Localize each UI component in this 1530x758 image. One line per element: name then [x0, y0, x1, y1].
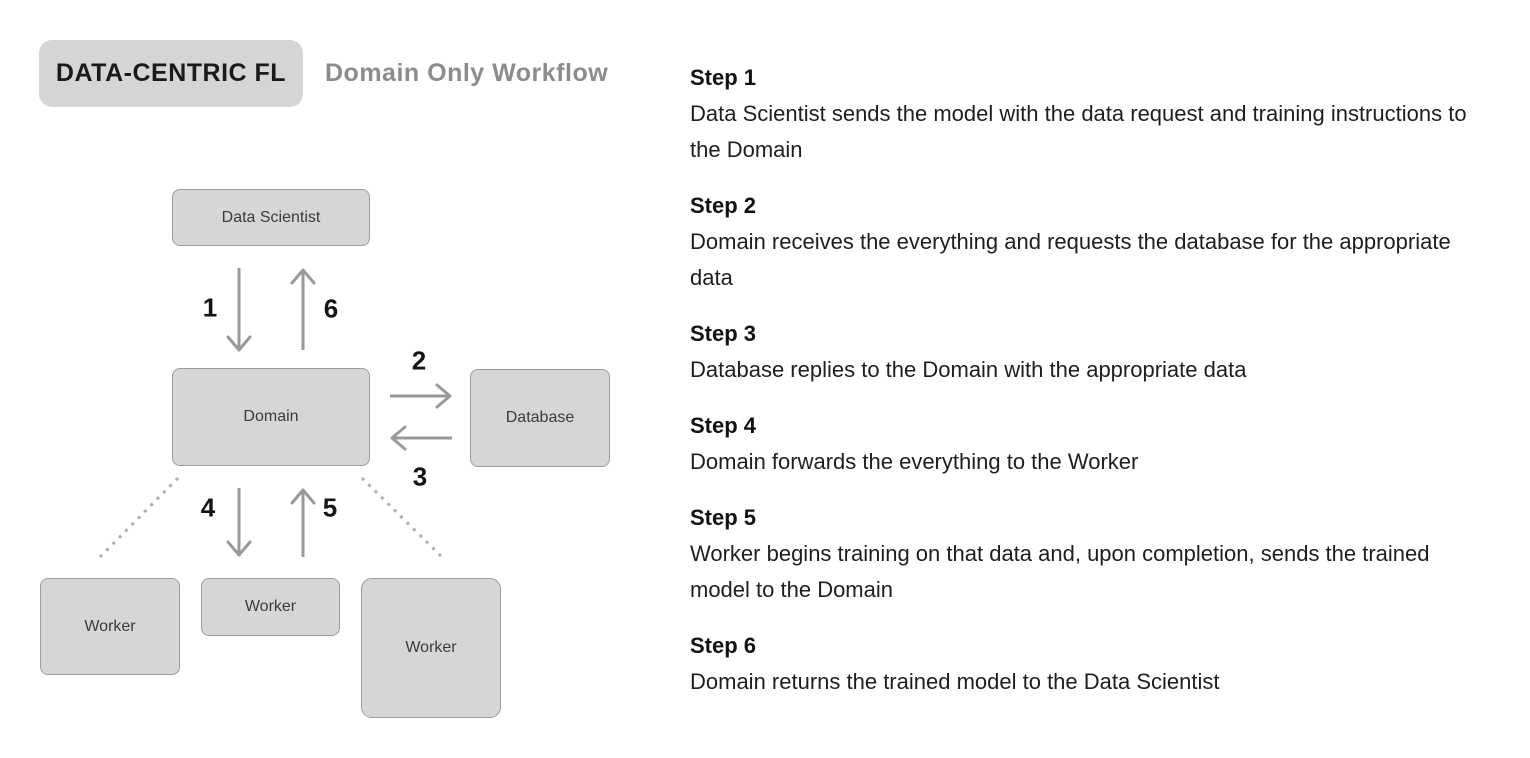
node-domain: Domain [172, 368, 370, 466]
node-data-scientist-label: Data Scientist [221, 208, 321, 226]
arrow-label-1: 1 [202, 292, 218, 323]
step-title: Step 2 [690, 193, 757, 218]
dotted-connector-right [360, 476, 444, 559]
node-worker-center-label: Worker [244, 598, 297, 615]
step-item-1: Step 1 Data Scientist sends the model wi… [690, 60, 1470, 168]
node-worker-left: Worker [40, 578, 180, 675]
step-item-4: Step 4 Domain forwards the everything to… [690, 408, 1470, 480]
step-description: Worker begins training on that data and,… [690, 541, 1430, 602]
step-description: Domain returns the trained model to the … [690, 669, 1220, 694]
step-item-2: Step 2 Domain receives the everything an… [690, 188, 1470, 296]
node-worker-right-label: Worker [405, 639, 457, 656]
arrow-2-right [390, 383, 452, 409]
step-item-3: Step 3 Database replies to the Domain wi… [690, 316, 1470, 388]
arrow-label-3: 3 [412, 461, 428, 492]
arrow-label-6: 6 [323, 293, 339, 324]
step-item-6: Step 6 Domain returns the trained model … [690, 628, 1470, 700]
node-worker-right: Worker [361, 578, 501, 718]
steps-list: Step 1 Data Scientist sends the model wi… [690, 60, 1470, 720]
step-title: Step 4 [690, 413, 757, 438]
category-badge-label: DATA-CENTRIC FL [55, 59, 287, 87]
diagram-connectors [97, 268, 452, 560]
step-description: Domain forwards the everything to the Wo… [690, 449, 1139, 474]
node-data-scientist: Data Scientist [172, 189, 370, 246]
arrow-3-left [390, 425, 452, 451]
node-worker-left-label: Worker [84, 617, 136, 635]
step-description: Data Scientist sends the model with the … [690, 101, 1467, 162]
step-title: Step 6 [690, 633, 757, 658]
workflow-title: Domain Only Workflow [325, 59, 609, 87]
step-description: Domain receives the everything and reque… [690, 229, 1451, 290]
arrow-5-up [290, 488, 316, 557]
node-worker-center: Worker [201, 578, 340, 636]
arrow-label-2: 2 [411, 345, 427, 376]
step-item-5: Step 5 Worker begins training on that da… [690, 500, 1470, 608]
arrow-1-down [226, 268, 252, 352]
step-description: Database replies to the Domain with the … [690, 357, 1247, 382]
dotted-connector-left [97, 476, 180, 560]
step-title: Step 3 [690, 321, 757, 346]
node-database-label: Database [505, 409, 575, 426]
step-title: Step 1 [690, 65, 757, 90]
arrow-label-4: 4 [200, 492, 216, 523]
category-badge: DATA-CENTRIC FL [39, 40, 303, 107]
node-domain-label: Domain [243, 408, 299, 425]
step-title: Step 5 [690, 505, 757, 530]
workflow-diagram: Data Scientist Domain Database Worker Wo… [0, 0, 680, 758]
arrow-4-down [226, 488, 252, 557]
arrow-6-up [290, 268, 316, 350]
node-database: Database [470, 369, 610, 467]
arrow-label-5: 5 [322, 492, 338, 523]
